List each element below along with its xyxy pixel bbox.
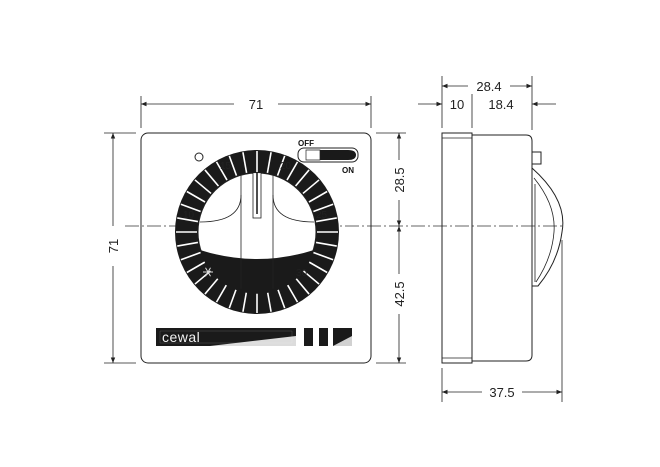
indicator-light-icon <box>194 152 204 162</box>
dial-tick-marks <box>176 151 338 313</box>
front-dimensions: 71 71 28.5 42.5 <box>104 96 407 364</box>
dial-label-25: 25 <box>316 210 328 221</box>
dial-tick <box>302 269 320 285</box>
dial-tick <box>204 277 220 295</box>
brand-strip: cewal <box>156 328 352 346</box>
dial-tick <box>294 277 310 295</box>
switch-track <box>297 147 359 163</box>
side-switch-nub <box>531 151 542 165</box>
side-cover <box>471 134 533 362</box>
dial-label-30: 30 <box>296 268 308 279</box>
side-base <box>441 132 473 364</box>
dial-tick <box>177 241 199 247</box>
front-housing <box>140 132 372 364</box>
dial-tick <box>276 288 286 309</box>
dial-tick <box>276 155 286 176</box>
dial-tick <box>286 161 299 181</box>
brand-logo: cewal <box>162 329 200 345</box>
dial-tick <box>294 169 310 187</box>
dial-tick <box>315 241 337 247</box>
dim-side-part-a: 10 <box>450 97 464 112</box>
dim-upper-offset: 28.5 <box>392 167 407 192</box>
side-view <box>441 132 564 364</box>
dial-tick <box>180 203 201 213</box>
dial-tick <box>204 169 220 187</box>
dial-tick <box>308 261 328 274</box>
dial-tick <box>186 261 206 274</box>
dial-label-10: 10 <box>183 210 195 221</box>
dial-tick <box>186 190 206 203</box>
dim-front-width: 71 <box>249 97 263 112</box>
brand-bar-1 <box>304 328 313 346</box>
dial-tick <box>215 161 228 181</box>
dial-tick <box>313 203 334 213</box>
dim-side-depth: 37.5 <box>489 385 514 400</box>
front-view: 15 20 10 25 30 OFF ON cewal <box>125 132 565 364</box>
dial-tick <box>228 155 238 176</box>
side-dial-profile <box>531 167 564 287</box>
dial-bottom-wedge <box>200 250 314 294</box>
dial-tick <box>242 152 248 174</box>
dial-label-20: 20 <box>280 161 292 172</box>
dial-label-15: 15 <box>220 161 232 172</box>
dial-tick <box>177 217 199 223</box>
dial-tick <box>215 283 228 303</box>
dial-tick <box>242 290 248 312</box>
dial-tick <box>313 251 334 261</box>
dial-tick <box>194 179 212 195</box>
switch-off-label: OFF <box>298 139 314 148</box>
switch-on-label: ON <box>342 166 354 175</box>
dial-tick <box>180 251 201 261</box>
on-off-switch[interactable]: OFF ON <box>297 139 359 175</box>
dim-front-height: 71 <box>106 239 121 253</box>
dim-side-total-top: 28.4 <box>476 79 501 94</box>
dial-tick <box>315 217 337 223</box>
dial-tick <box>302 179 320 195</box>
brand-bar-2 <box>319 328 328 346</box>
dial-tick <box>228 288 238 309</box>
snowflake-icon <box>203 267 213 277</box>
side-dimensions: 28.4 10 18.4 37.5 <box>418 76 563 402</box>
dim-lower-offset: 42.5 <box>392 281 407 306</box>
dial-tick <box>286 283 299 303</box>
dial-tick <box>266 290 272 312</box>
dial-tick <box>266 152 272 174</box>
dial-tick <box>308 190 328 203</box>
dim-side-part-b: 18.4 <box>488 97 513 112</box>
dial: 15 20 10 25 30 <box>175 150 339 314</box>
